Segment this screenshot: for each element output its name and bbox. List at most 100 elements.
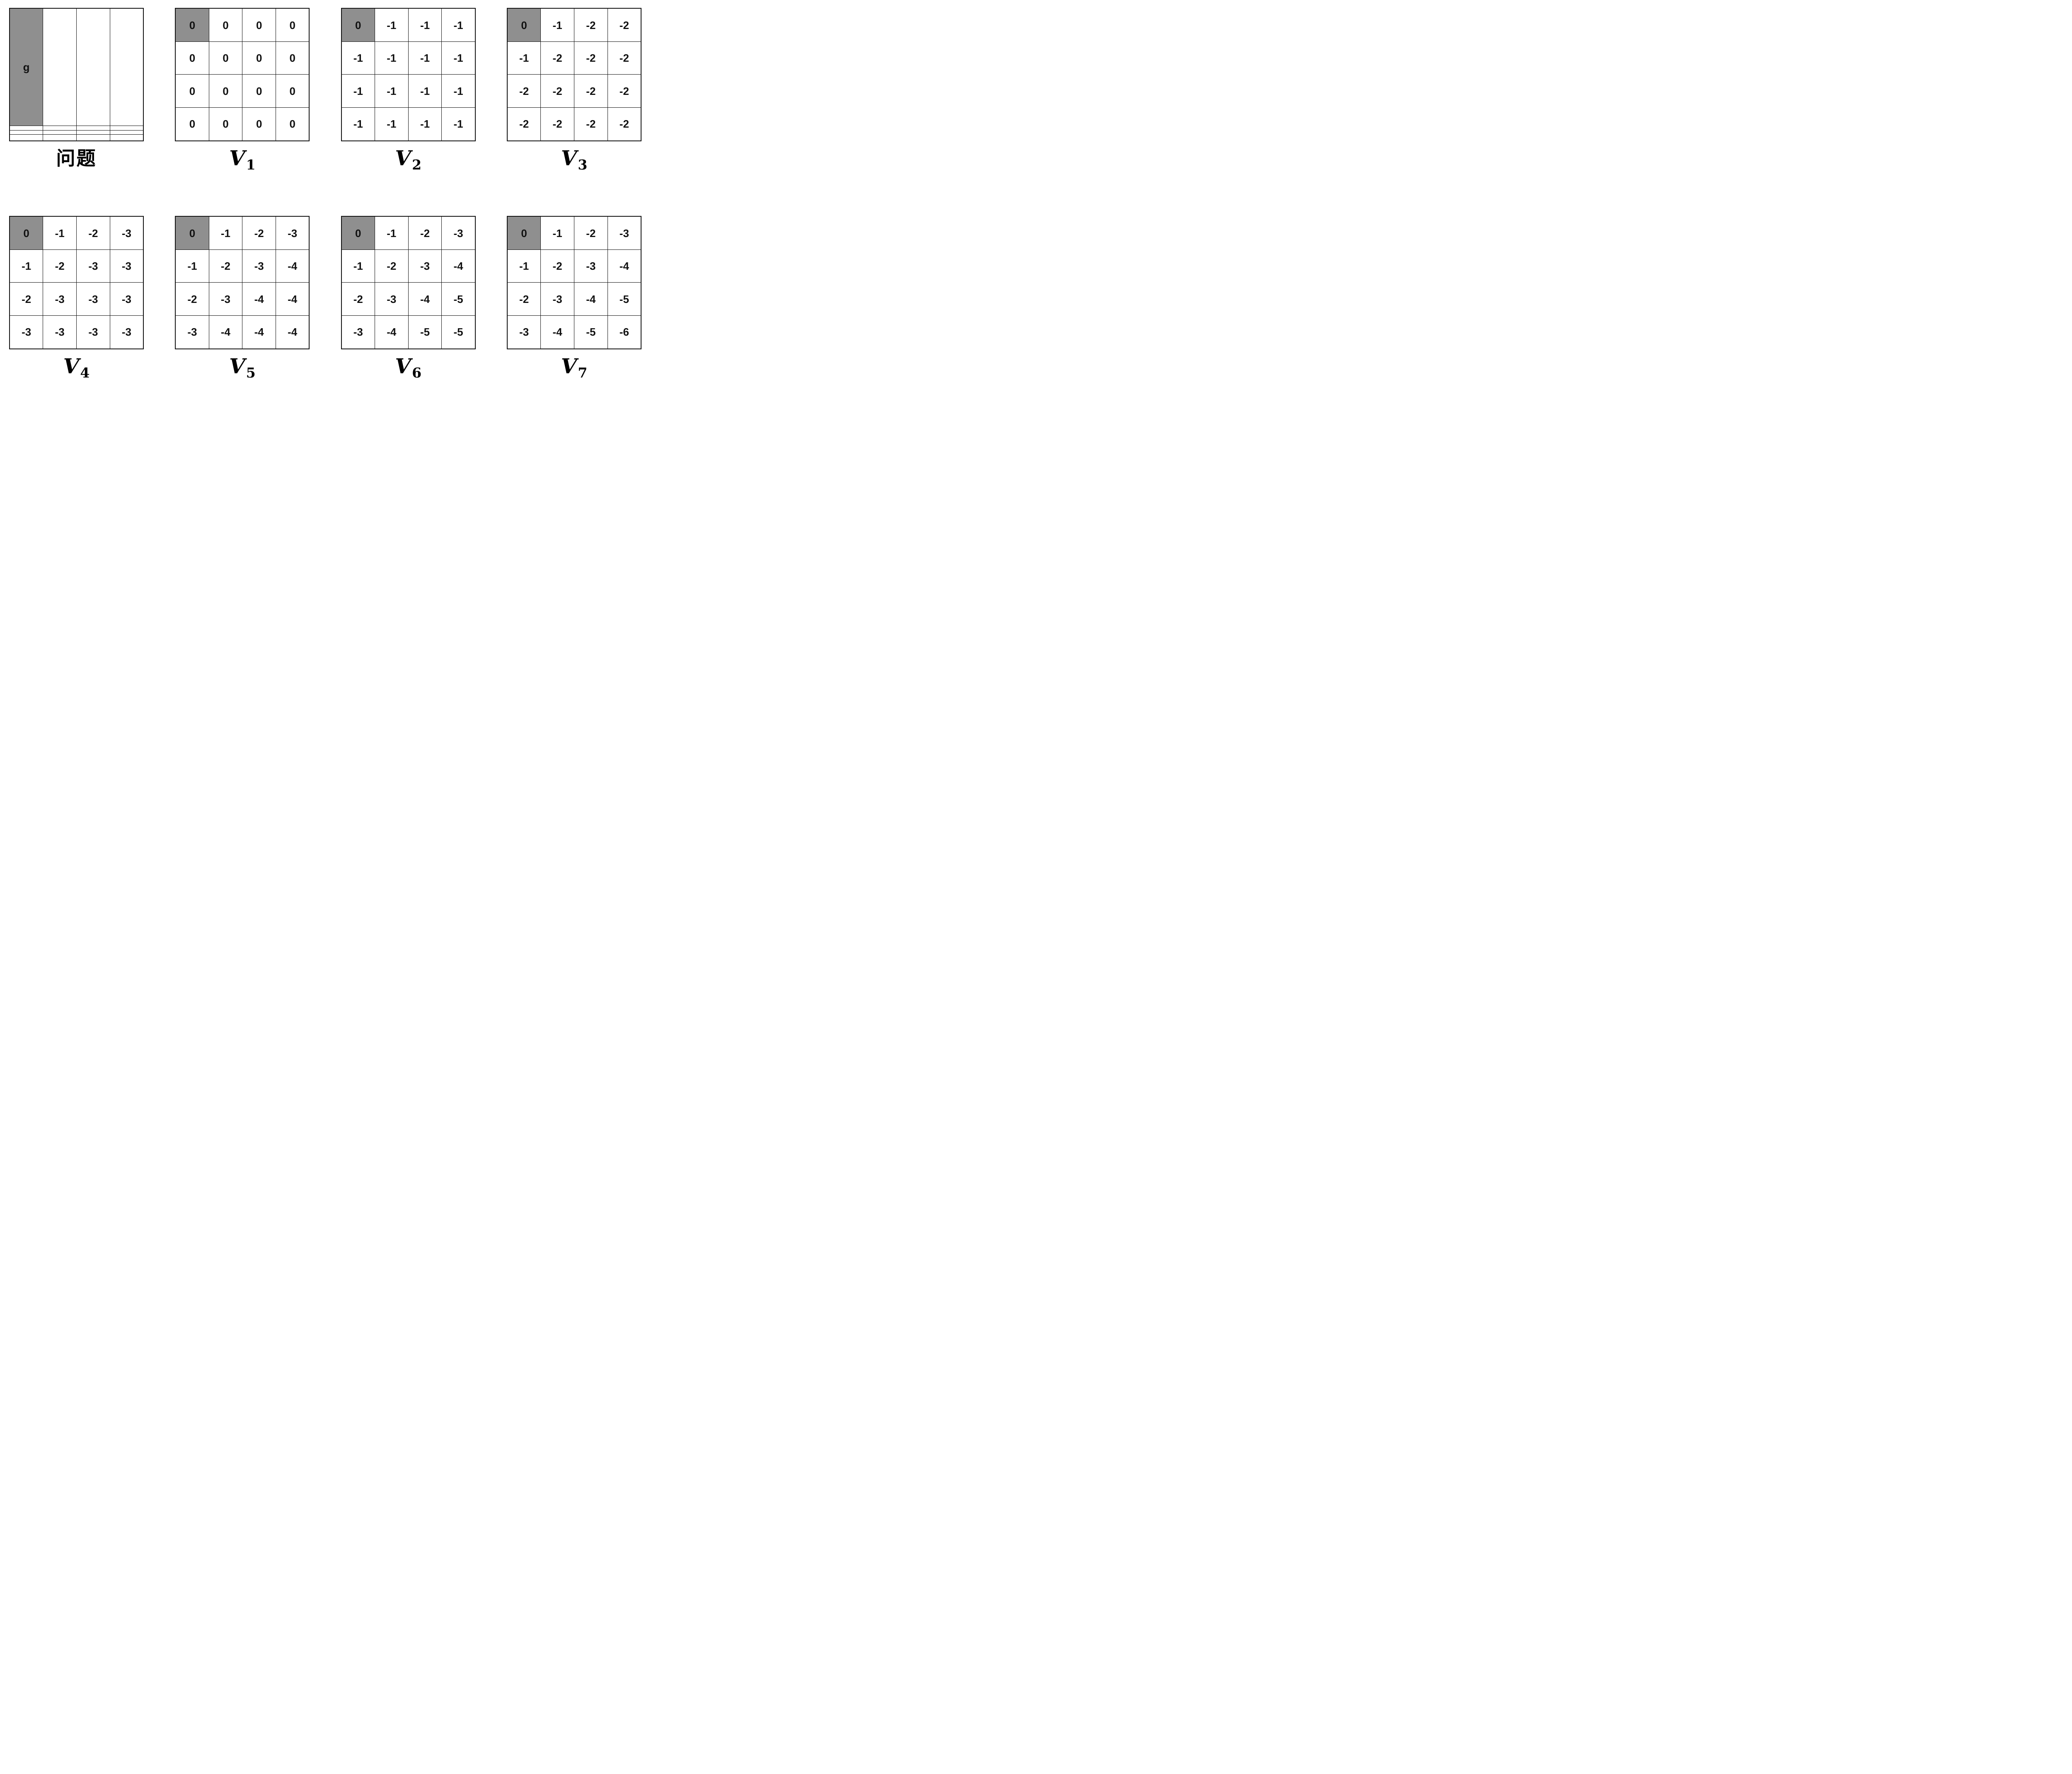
grid-cell: -1 [441, 107, 476, 141]
grid-cell: -4 [374, 315, 409, 349]
goal-cell: 0 [341, 216, 375, 250]
grid-cell: -5 [607, 282, 641, 316]
grid-cell [76, 126, 110, 131]
value-grid: g [9, 8, 144, 141]
grid-cell: -2 [408, 216, 442, 250]
grid-cell: -3 [76, 315, 110, 349]
goal-cell: 0 [507, 8, 541, 42]
grid-cell: -3 [9, 315, 44, 349]
grid-cell [109, 134, 144, 141]
grid-cell: -3 [76, 249, 110, 283]
grid-cell [9, 134, 44, 141]
grid-cell: 0 [208, 74, 243, 108]
grid-cell [76, 130, 110, 135]
grid-cell: -2 [607, 8, 641, 42]
grid-cell: -4 [574, 282, 608, 316]
grid-cell: -1 [540, 8, 574, 42]
grid-table-row [9, 134, 144, 141]
grid-cell: -2 [607, 74, 641, 108]
grid-cell [76, 8, 110, 126]
grid-cell: -2 [242, 216, 276, 250]
goal-cell: 0 [9, 216, 44, 250]
grid-cell: -1 [374, 8, 409, 42]
grid-cell: -3 [43, 315, 77, 349]
grid-cell: -4 [208, 315, 243, 349]
grid-table-row: -2-2-2-2 [507, 74, 641, 108]
grid-cell: -3 [374, 282, 409, 316]
grid-cell [109, 130, 144, 135]
grid-table-row: -3-3-3-3 [9, 315, 144, 349]
grid-label-subscript: 1 [246, 157, 256, 173]
grid-cell: -1 [408, 8, 442, 42]
grid-table-row: -2-3-4-5 [341, 282, 476, 316]
grid-cell: -3 [109, 315, 144, 349]
grid-label-text: V [395, 354, 411, 378]
grid-label-text: V [395, 146, 411, 170]
grid-table-row: -3-4-5-5 [341, 315, 476, 349]
grid-label-text: V [63, 354, 80, 378]
grid-cell: -4 [276, 249, 310, 283]
grid-table-row: -3-4-5-6 [507, 315, 641, 349]
grid-cell: -5 [441, 282, 476, 316]
grid-label-subscript: 6 [412, 365, 422, 381]
grid-table-row: -2-3-3-3 [9, 282, 144, 316]
grid-cell: -3 [109, 249, 144, 283]
grid-cell: -4 [242, 282, 276, 316]
grid-cell [109, 8, 144, 126]
grid-label-subscript: 7 [578, 365, 588, 381]
grid-cell: -3 [441, 216, 476, 250]
grid-cell: -3 [109, 282, 144, 316]
grid-cell: -1 [374, 216, 409, 250]
grid-cell: -3 [242, 249, 276, 283]
grid-cell: -5 [408, 315, 442, 349]
grid-cell: -2 [540, 74, 574, 108]
grid-cell: -1 [341, 74, 375, 108]
grid-cell: 0 [208, 8, 243, 42]
grid-cell: -1 [341, 107, 375, 141]
grid-table-row: -1-2-3-4 [175, 249, 310, 283]
grid-label-subscript: 3 [578, 157, 588, 173]
grid-cell: -2 [540, 107, 574, 141]
grid-table-row: 0-1-2-2 [507, 8, 641, 42]
grid-label-text: V [229, 354, 245, 378]
grid-table-row: -1-2-3-4 [507, 249, 641, 283]
grid-cell: 0 [276, 74, 310, 108]
goal-cell: 0 [507, 216, 541, 250]
grid-cell: -3 [607, 216, 641, 250]
grid-table-row: -2-3-4-4 [175, 282, 310, 316]
grid-cell: -1 [374, 74, 409, 108]
grid-cell: -2 [574, 216, 608, 250]
grid-table-row: -1-1-1-1 [341, 107, 476, 141]
grid-cell: -2 [574, 107, 608, 141]
grid-label-text: V [229, 146, 245, 170]
grid-table-row: 0-1-2-3 [175, 216, 310, 250]
grid-cell: 0 [208, 41, 243, 75]
grid-cell: -2 [574, 41, 608, 75]
grid-cell: -4 [276, 315, 310, 349]
grid-table-row: 0-1-2-3 [507, 216, 641, 250]
grid-cell: -1 [408, 74, 442, 108]
grid-cell: -2 [574, 8, 608, 42]
grid-label-subscript: 2 [412, 157, 422, 173]
goal-cell: 0 [175, 216, 209, 250]
grid-cell: -4 [607, 249, 641, 283]
grid-cell: -1 [374, 41, 409, 75]
grid-cell: 0 [276, 8, 310, 42]
grid-cell: -5 [441, 315, 476, 349]
grid-label-text: 问题 [56, 147, 97, 169]
grid-cell: -2 [507, 282, 541, 316]
grid-table-row: -1-1-1-1 [341, 74, 476, 108]
grid-cell: -1 [9, 249, 44, 283]
value-grid: 0-1-2-2-1-2-2-2-2-2-2-2-2-2-2-2 [506, 8, 641, 141]
grid-table-row [9, 126, 144, 131]
